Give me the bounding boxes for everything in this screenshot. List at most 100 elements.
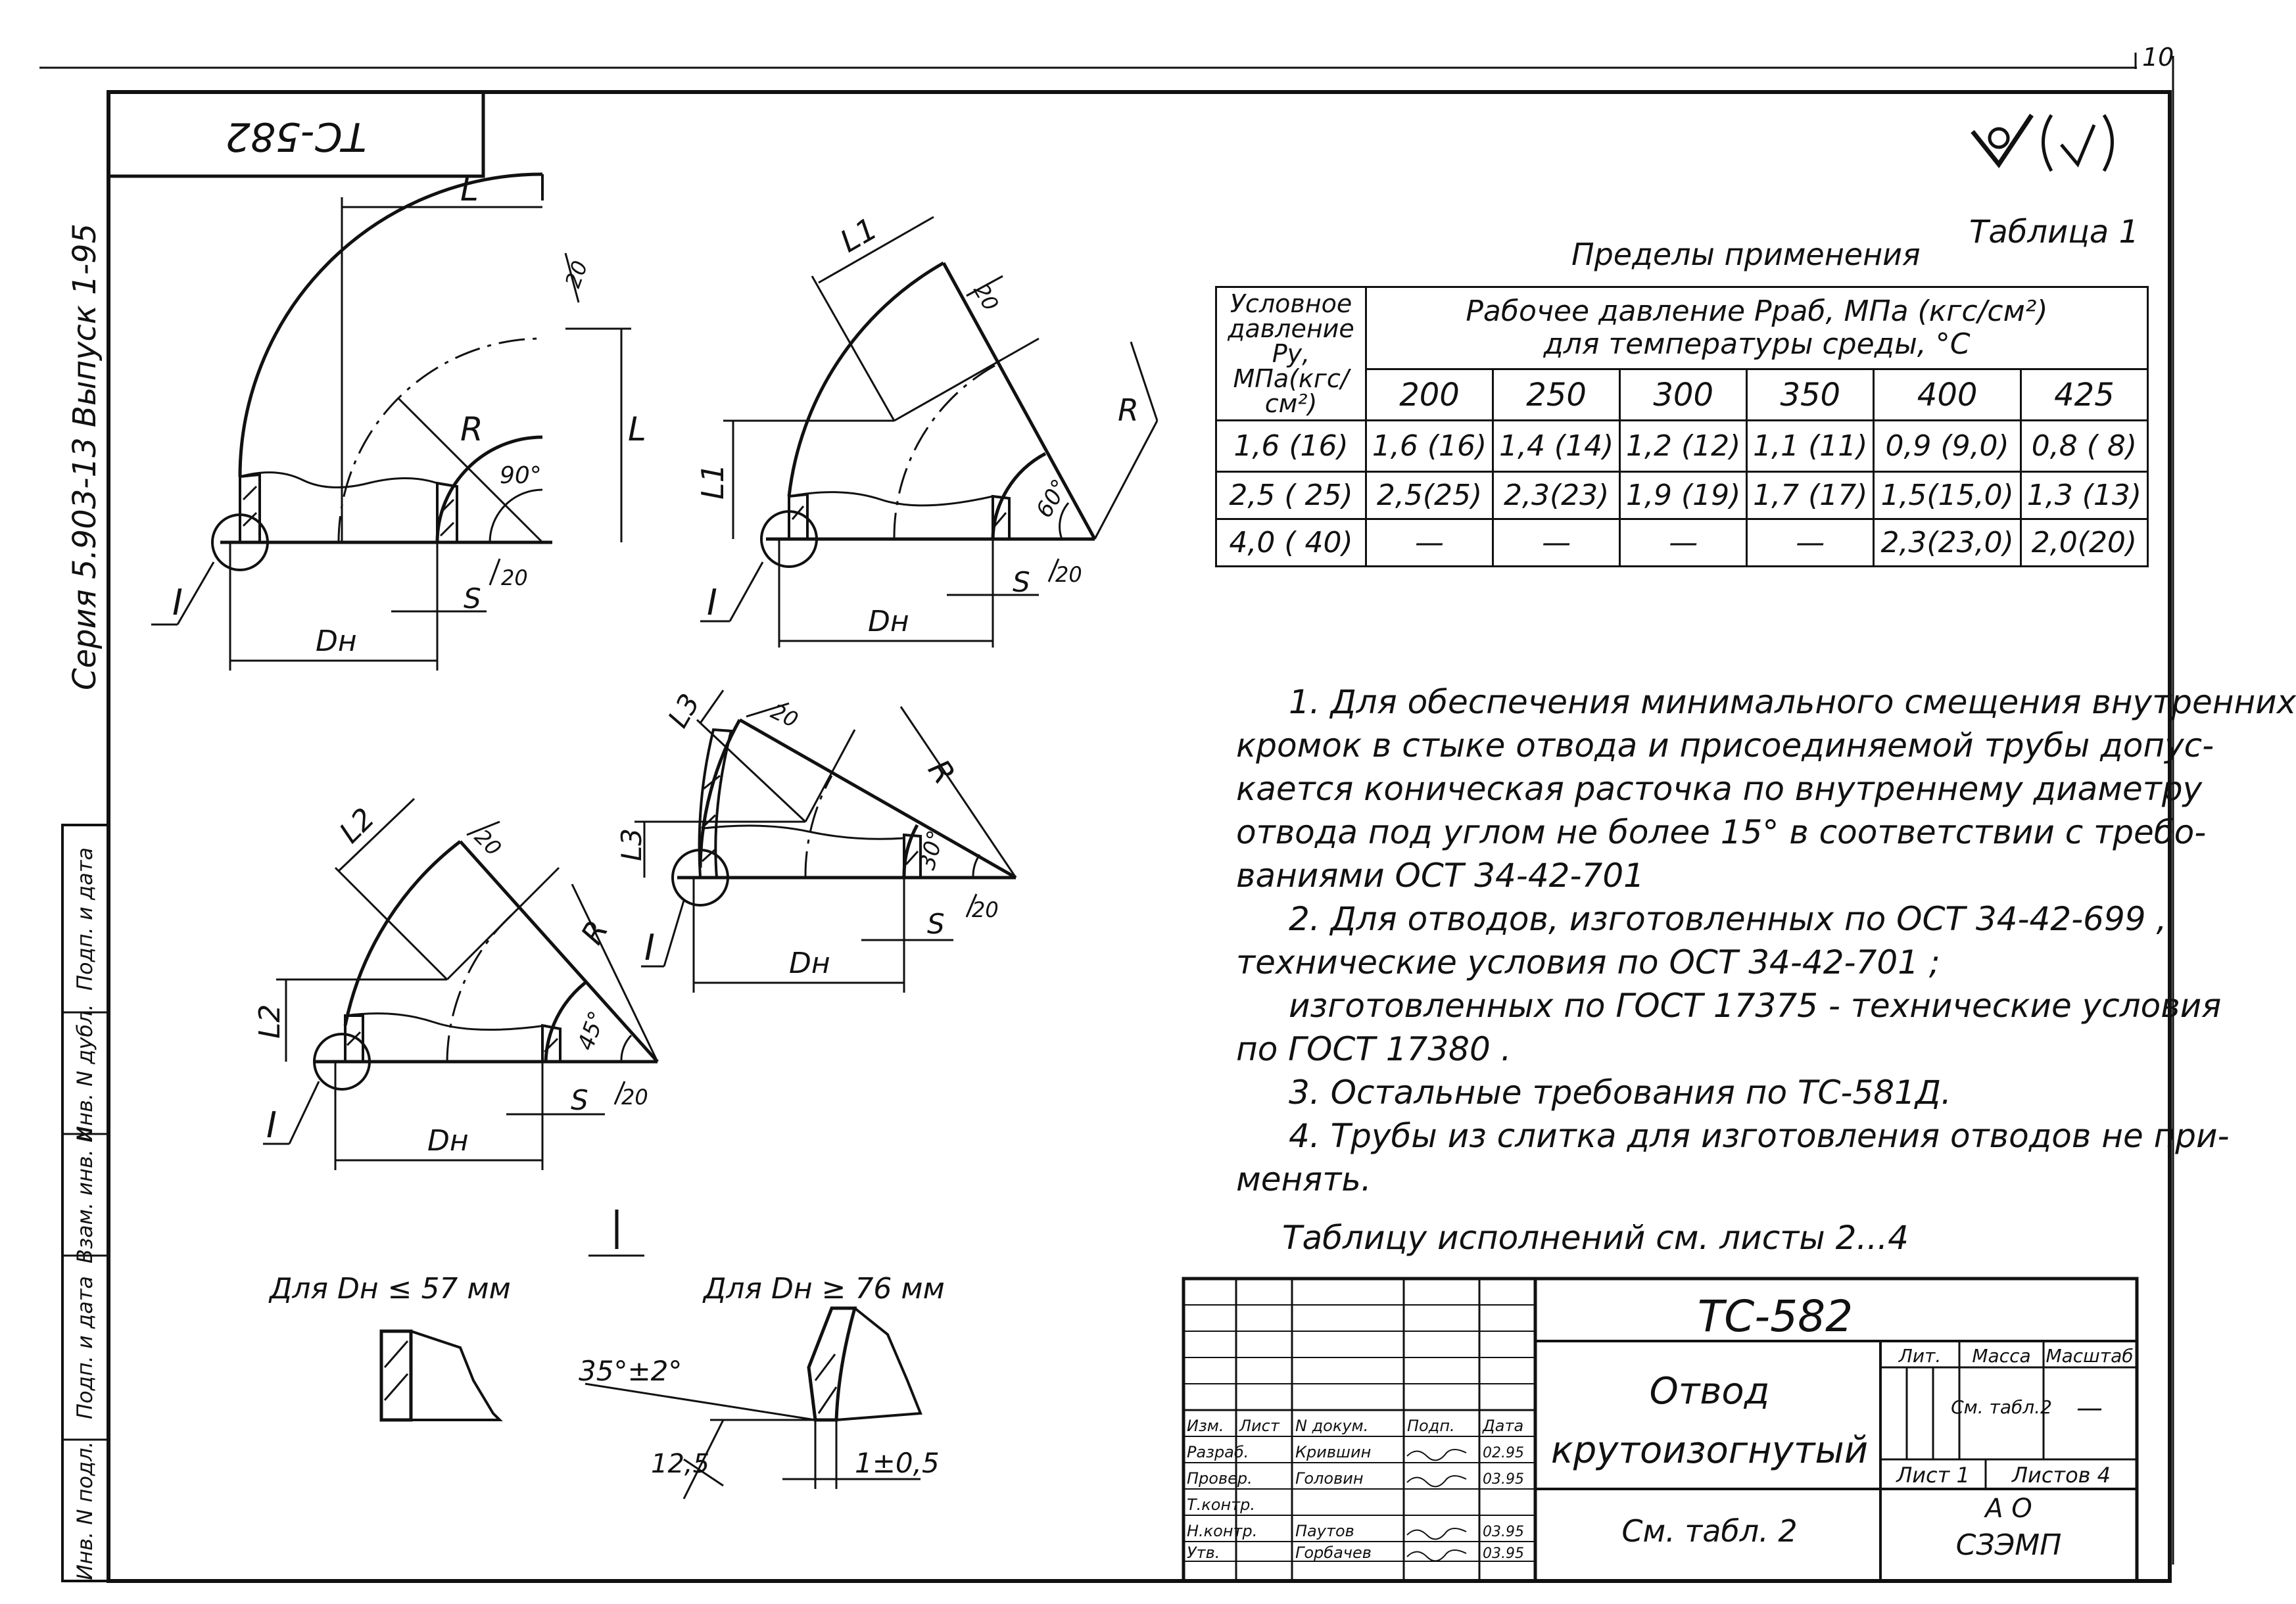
bend30-angle: 30°: [914, 828, 949, 873]
col0-header: Условное давление Ру, МПа(кгс/см²): [1215, 286, 1367, 421]
bend90-S: S: [464, 582, 481, 615]
bend90-angle: 90°: [500, 462, 542, 489]
table-row: 1,6 (16) 1,6 (16) 1,4 (14) 1,2 (12) 1,1 …: [1215, 419, 2149, 473]
temp-400: 400: [1873, 368, 2022, 421]
signature-4: [1406, 1549, 1467, 1562]
note-line: ваниями ОСТ 34-42-701: [1236, 857, 1644, 895]
tb-sheets: Листов 4: [2011, 1463, 2111, 1488]
bend90-R: R: [460, 410, 483, 448]
bend45-R: R: [574, 914, 615, 951]
bevel-length-label: 12,5: [651, 1449, 709, 1479]
tb-role-0: Разраб.: [1187, 1443, 1249, 1461]
tb-date-4: 03.95: [1483, 1545, 1524, 1562]
note-line: отвода под углом не более 15° в соответс…: [1236, 813, 2207, 851]
tb-scale-hdr: Масштаб: [2045, 1345, 2133, 1367]
table-cell: 1,6 (16): [1215, 419, 1367, 473]
tb-name-0: Крившин: [1295, 1443, 1371, 1461]
table-cell: 1,1 (11): [1746, 419, 1875, 473]
table-cell: 1,9 (19): [1619, 471, 1748, 520]
group-header-2: для температуры среды, °С: [1543, 327, 1971, 361]
note-line: 4. Трубы из слитка для изготовления отво…: [1289, 1117, 2230, 1155]
tb-hdr-sign: Подп.: [1407, 1417, 1455, 1435]
margin-orig-inv: Инв. N подл.: [72, 1441, 97, 1580]
bend90-L-top: L: [460, 170, 479, 208]
bend90-detail-mark: I: [172, 582, 183, 623]
table-cell: 1,7 (17): [1746, 471, 1875, 520]
bend60-angle: 60°: [1031, 475, 1074, 522]
limits-table: Условное давление Ру, МПа(кгс/см²) Рабоч…: [1215, 286, 2149, 567]
tb-role-2: Т.контр.: [1187, 1496, 1255, 1514]
margin-sign-date-1: Подп. и дата: [72, 847, 97, 991]
drawing-canvas: ТС-582 10 Серия 5.903-13 Выпуск 1-95 Под…: [39, 43, 2174, 1583]
bend45-Dn: Dн: [427, 1124, 469, 1158]
tb-mass-val: См. табл.2: [1951, 1396, 2052, 1418]
bend45-angle: 45°: [573, 1008, 611, 1054]
table-cell: 1,2 (12): [1619, 419, 1748, 473]
detail-I: Для Dн ≤ 57 мм Для Dн ≥ 76 мм 35°±2° 12,…: [268, 1210, 945, 1499]
bend-45-diagram: I L2 L2 R 45° Dн S 20 20: [253, 797, 659, 1170]
drawing-sheet: { "sheet": { "page_no": "10", "doc_code_…: [39, 43, 2296, 1583]
bend45-detail-mark: I: [266, 1104, 277, 1146]
margin-stamp: Подп. и дата Инв. N дубл. Взам. инв. N П…: [61, 824, 110, 1582]
tb-code: ТС-582: [1698, 1291, 1853, 1342]
tb-org-2: СЗЭМП: [1956, 1528, 2062, 1562]
tb-role-1: Провер.: [1187, 1469, 1253, 1488]
tb-hdr-date: Дата: [1482, 1417, 1523, 1435]
table-cell: 1,6 (16): [1364, 419, 1495, 473]
tb-lit-hdr: Лит.: [1898, 1345, 1941, 1367]
table-cell: 1,4 (14): [1492, 419, 1621, 473]
series-label: Серия 5.903-13 Выпуск 1-95: [66, 224, 103, 690]
bend30-R: R: [921, 753, 963, 790]
note-line: кромок в стыке отвода и присоединяемой т…: [1236, 726, 2214, 765]
bend60-S: S: [1013, 566, 1030, 598]
tb-name-1: Отвод: [1650, 1370, 1770, 1413]
bend30-L3-side: L3: [615, 828, 648, 861]
title-block-text: ТС-582 Отвод крутоизогнутый См. табл. 2 …: [1187, 1291, 2134, 1562]
signature-3: [1406, 1528, 1467, 1540]
bend45-rough-outer: 20: [469, 824, 506, 861]
temp-425: 425: [2019, 368, 2149, 421]
tb-org-1: А О: [1983, 1494, 2032, 1524]
bend-60-diagram: I L1 L1 R 60° Dн S 20 20: [695, 210, 1159, 648]
bend30-S: S: [927, 908, 945, 940]
signature-0: [1406, 1449, 1467, 1461]
detail-small-caption: Для Dн ≤ 57 мм: [268, 1272, 511, 1306]
table-cell: 2,3(23): [1492, 471, 1621, 520]
tb-role-4: Утв.: [1187, 1544, 1220, 1562]
tb-name-2: крутоизогнутый: [1551, 1429, 1868, 1472]
bend90-Dn: Dн: [316, 625, 357, 658]
note-line: 2. Для отводов, изготовленных по ОСТ 34-…: [1289, 900, 2167, 938]
tb-hdr-doc: N докум.: [1295, 1417, 1368, 1435]
land-label: 1±0,5: [855, 1447, 940, 1479]
detail-large-caption: Для Dн ≥ 76 мм: [702, 1272, 945, 1306]
tb-name-1: Головин: [1295, 1469, 1364, 1488]
margin-sign-date-2: Подп. и дата: [72, 1276, 97, 1419]
table-cell: 0,9 (9,0): [1873, 419, 2022, 473]
tb-role-3: Н.контр.: [1187, 1522, 1257, 1540]
tb-material: См. табл. 2: [1621, 1513, 1797, 1549]
see-sheets-note: Таблицу исполнений см. листы 2...4: [1282, 1219, 1909, 1257]
bend30-Dn: Dн: [789, 947, 830, 980]
tb-name-4: Горбачев: [1295, 1544, 1372, 1562]
tb-date-0: 02.95: [1483, 1445, 1524, 1461]
bend60-Dn: Dн: [868, 605, 909, 638]
tb-scale-val: —: [2076, 1393, 2103, 1423]
signature-1: [1406, 1475, 1467, 1488]
note-line: по ГОСТ 17380 .: [1236, 1030, 1512, 1068]
table-row: 4,0 ( 40) — — — — 2,3(23,0) 2,0(20): [1215, 518, 2149, 567]
table-cell: —: [1619, 518, 1748, 567]
note-line: менять.: [1236, 1160, 1372, 1198]
tb-hdr-sheet: Лист: [1239, 1417, 1280, 1435]
bend60-detail-mark: I: [707, 582, 717, 623]
bend90-rough-inner: 20: [501, 565, 528, 590]
bend30-rough-outer: 20: [767, 699, 802, 733]
table-cell: 2,3(23,0): [1873, 518, 2022, 567]
bend45-S: S: [571, 1084, 588, 1116]
note-line: технические условия по ОСТ 34-42-701 ;: [1236, 943, 1940, 981]
bend60-L1-top: L1: [834, 210, 884, 259]
bend-90-diagram: I L L R 90° Dн S 20 20: [151, 170, 646, 671]
table-cell: 1,3 (13): [2019, 471, 2149, 520]
page-number: 10: [2142, 43, 2174, 72]
table-cell: 0,8 ( 8): [2019, 419, 2149, 473]
tb-sheet: Лист 1: [1896, 1463, 1970, 1488]
